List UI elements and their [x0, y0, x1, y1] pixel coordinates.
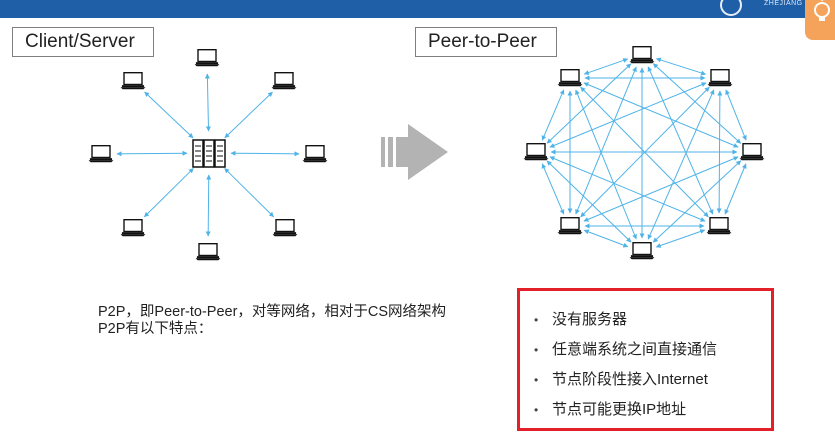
- laptop-icon: [119, 72, 147, 90]
- list-item: •任意端系统之间直接通信: [534, 335, 771, 365]
- list-item: •没有服务器: [534, 305, 771, 335]
- link-arrow: [230, 150, 300, 157]
- link-arrow: [204, 73, 211, 132]
- client-server-label: Client/Server: [12, 27, 154, 57]
- list-item: •节点阶段性接入Internet: [534, 365, 771, 395]
- laptop-icon: [556, 69, 584, 87]
- laptop-icon: [193, 49, 221, 67]
- link-arrow: [549, 82, 707, 148]
- laptop-icon: [556, 217, 584, 235]
- link-arrow: [724, 163, 747, 215]
- bullet-icon: •: [534, 313, 539, 327]
- right-arrow-icon: [381, 124, 448, 180]
- laptop-icon: [194, 243, 222, 261]
- link-arrow: [655, 229, 706, 248]
- laptop-icon: [301, 145, 329, 163]
- description-line-2: P2P有以下特点：: [98, 321, 213, 337]
- link-arrow: [549, 156, 706, 222]
- university-logo-icon: [720, 0, 742, 16]
- laptop-icon: [270, 72, 298, 90]
- list-item: •节点可能更换IP地址: [534, 395, 771, 425]
- bullet-icon: •: [534, 373, 539, 387]
- laptop-icon: [705, 217, 733, 235]
- laptop-icon: [119, 219, 147, 237]
- server-rack-icon: [192, 139, 226, 168]
- link-arrow: [575, 89, 637, 240]
- link-arrow: [205, 174, 212, 237]
- laptop-icon: [706, 69, 734, 87]
- laptop-icon: [87, 145, 115, 163]
- link-arrow: [541, 163, 565, 215]
- lightbulb-icon[interactable]: [805, 0, 835, 40]
- network-diagrams: [87, 46, 766, 261]
- link-arrow: [541, 89, 565, 141]
- laptop-icon: [522, 143, 550, 161]
- header-bar: ZHEJIANG: [0, 0, 835, 18]
- laptop-icon: [271, 219, 299, 237]
- feature-list: •没有服务器 •任意端系统之间直接通信 •节点阶段性接入Internet •节点…: [520, 291, 771, 425]
- p2p-features-box: •没有服务器 •任意端系统之间直接通信 •节点阶段性接入Internet •节点…: [517, 288, 774, 431]
- laptop-icon: [628, 242, 656, 260]
- link-arrow: [224, 168, 274, 218]
- header-small-text: ZHEJIANG: [764, 0, 803, 7]
- link-arrow: [144, 91, 194, 139]
- link-arrow: [583, 58, 629, 75]
- link-arrow: [655, 57, 707, 76]
- link-arrow: [144, 168, 194, 218]
- p2p-description: P2P，即Peer-to-Peer，对等网络，相对于CS网络架构 P2P有以下特…: [98, 304, 518, 338]
- client-server-links: [116, 73, 300, 237]
- link-arrow: [224, 91, 273, 139]
- laptop-icon: [738, 143, 766, 161]
- bullet-icon: •: [534, 343, 539, 357]
- bullet-icon: •: [534, 403, 539, 417]
- peer-links: [541, 57, 747, 248]
- description-line-1: P2P，即Peer-to-Peer，对等网络，相对于CS网络架构: [98, 304, 447, 320]
- laptop-icon: [628, 46, 656, 64]
- link-arrow: [116, 150, 188, 157]
- peer-to-peer-label: Peer-to-Peer: [415, 27, 557, 57]
